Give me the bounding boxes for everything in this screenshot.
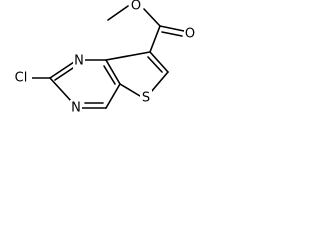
bond-o-ch3 xyxy=(107,5,129,21)
bond-c7a-c4a-inner xyxy=(103,65,116,85)
bond-c6-c7 xyxy=(149,51,169,73)
bond-c4a-c4 xyxy=(105,83,121,109)
bond-c-o-ester xyxy=(143,8,161,27)
atom-oxygen-carbonyl: O xyxy=(185,27,195,42)
bond-c2-n1 xyxy=(49,61,75,79)
bond-n3-c2 xyxy=(49,77,73,103)
bond-c6-c7-inner xyxy=(147,56,163,73)
atom-chlorine: Cl xyxy=(15,71,28,86)
bond-c7a-c4a xyxy=(105,59,121,85)
bonds xyxy=(29,5,185,109)
bond-c-o-carbonyl xyxy=(159,25,185,32)
atom-oxygen-ester: O xyxy=(131,0,141,14)
bond-c4a-s xyxy=(119,83,141,97)
atom-nitrogen-3: N xyxy=(71,101,81,116)
chemical-structure: Cl N N S O O xyxy=(10,0,196,116)
bond-c7-ccarbonyl xyxy=(149,25,161,53)
structure-canvas: Cl N N S O O xyxy=(0,0,216,152)
atom-labels: Cl N N S O O xyxy=(10,0,196,116)
bond-c2-n1-inner xyxy=(54,67,74,81)
atom-sulfur: S xyxy=(142,91,150,106)
bond-c-o-carbonyl-inner xyxy=(161,31,183,37)
bond-s-c6 xyxy=(150,71,169,93)
atom-nitrogen-1: N xyxy=(74,54,84,69)
bond-c7-c7a xyxy=(105,51,151,61)
